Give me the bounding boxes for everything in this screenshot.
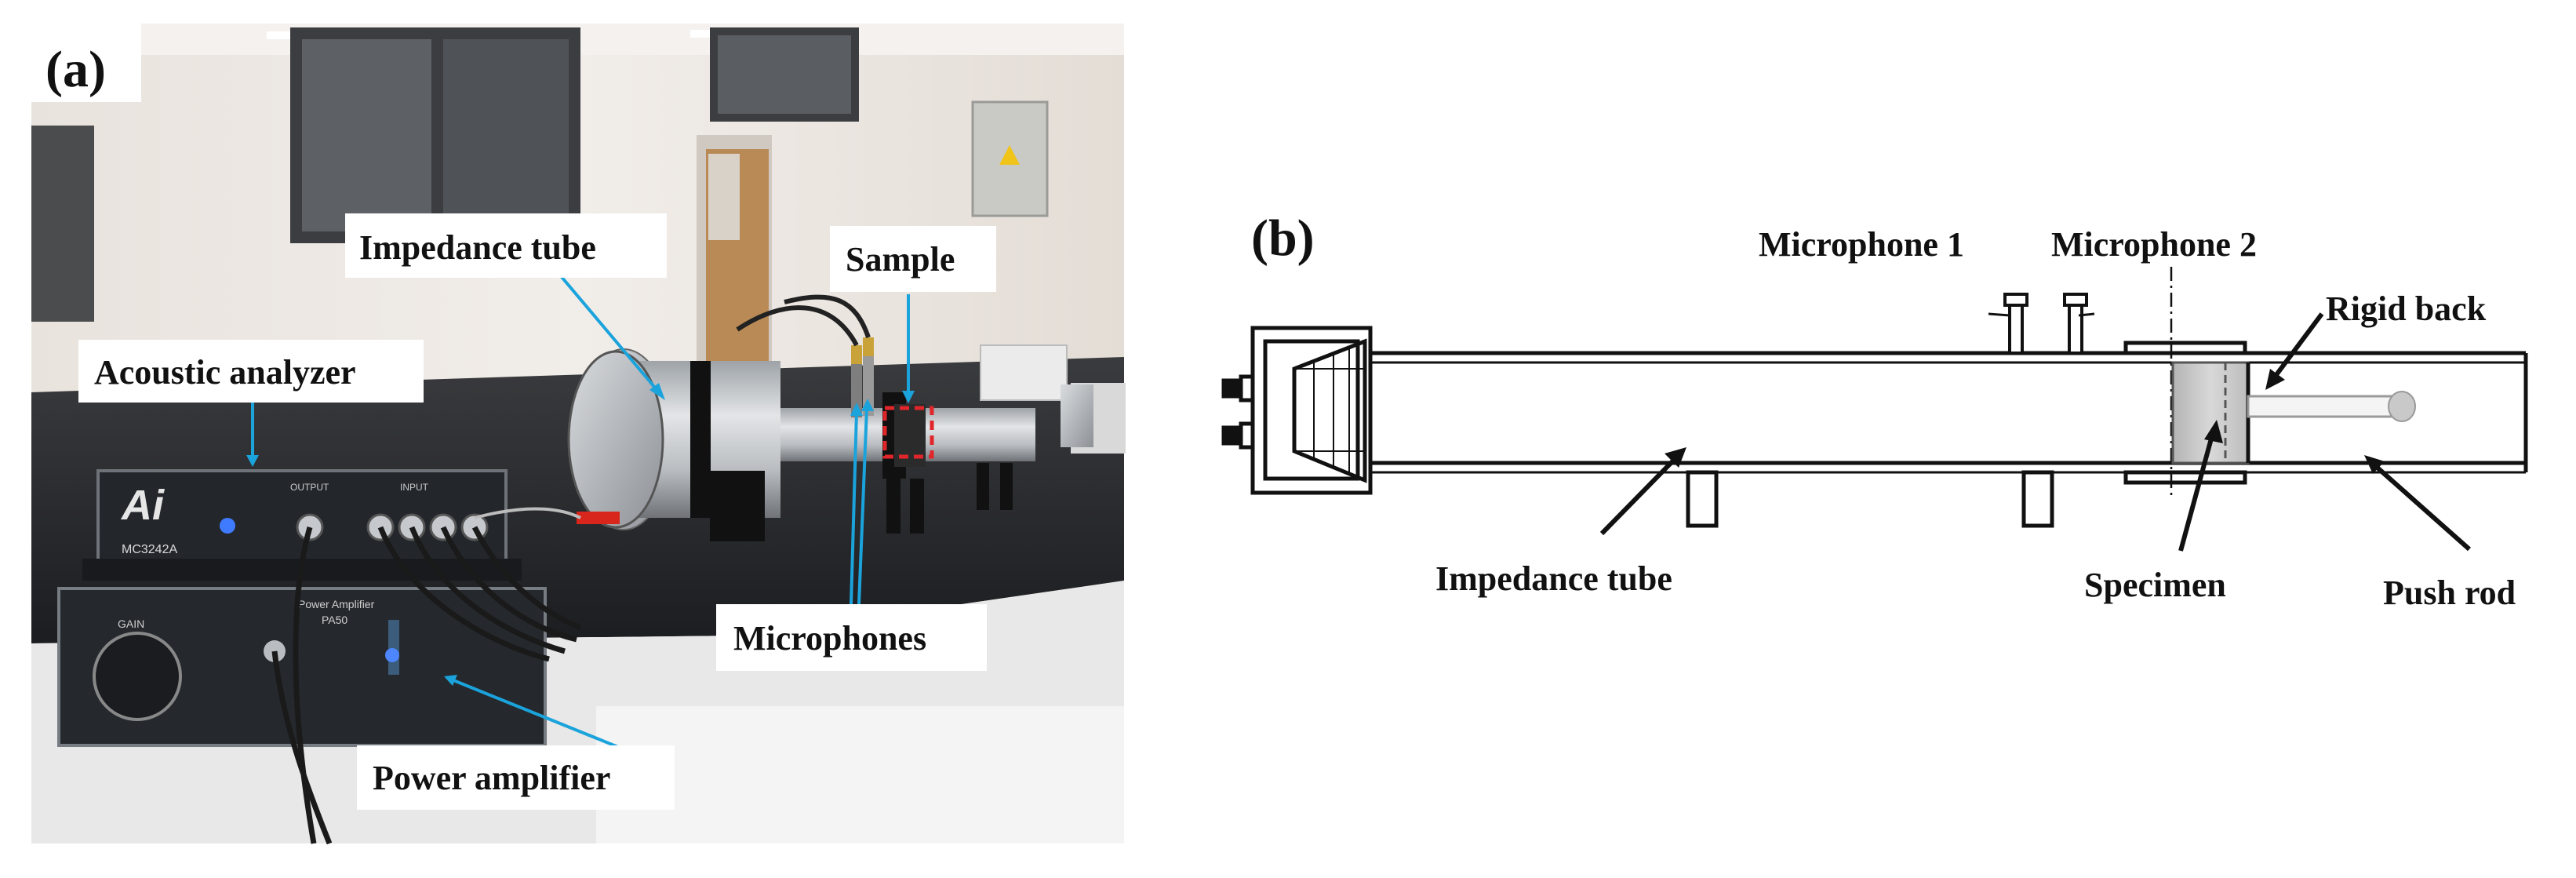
amp-title: Power Amplifier (298, 598, 375, 610)
level-meter (388, 620, 399, 675)
spare-part (1061, 384, 1093, 447)
bench-sockets (980, 344, 1068, 401)
power-amplifier-device: GAIN Power Amplifier PA50 (57, 587, 547, 747)
sample-holder-flange (2123, 470, 2247, 485)
analyzer-power-led (220, 518, 235, 534)
tube-stand (910, 479, 924, 534)
panel-a-callout-arrows (246, 265, 915, 759)
amp-gain-label: GAIN (118, 618, 144, 630)
label-box-impedance-tube (345, 213, 667, 278)
speaker-housing (1221, 326, 1373, 495)
speaker-terminal (1221, 425, 1243, 446)
panel-a-tag: (a) (45, 41, 106, 98)
panel-a-tag-box (31, 24, 141, 102)
tube-support (1686, 470, 1719, 528)
push-rod (2247, 395, 2396, 418)
tube-stand (710, 471, 765, 541)
analyzer-model: MC3242A (122, 543, 177, 556)
label-power-amplifier: Power amplifier (373, 759, 610, 797)
tube-stand (977, 463, 989, 510)
panel-b-tag: (b) (1251, 209, 1315, 267)
sample-holder-flange (2123, 341, 2247, 355)
analyzer-logo: Ai (120, 482, 165, 529)
label-box-microphones (716, 604, 987, 671)
label-specimen: Specimen (2084, 566, 2226, 604)
sample-highlight-box (882, 406, 934, 459)
microphone (851, 361, 862, 417)
label-box-power-amplifier (357, 745, 675, 810)
analyzer-input-label: INPUT (400, 482, 429, 493)
analyzer-output-label: OUTPUT (290, 482, 329, 493)
label-acoustic-analyzer: Acoustic analyzer (94, 353, 356, 392)
label-microphone-1: Microphone 1 (1759, 225, 1964, 264)
label-sample: Sample (846, 240, 955, 279)
microphone (863, 353, 874, 416)
label-microphones: Microphones (733, 619, 926, 658)
panel-b-schematic: (b) (1221, 209, 2528, 612)
microphone-2-symbol (2063, 293, 2088, 355)
tube-stand (1000, 463, 1013, 510)
label-push-rod: Push rod (2383, 574, 2516, 612)
amp-model: PA50 (322, 614, 347, 626)
window (290, 27, 580, 243)
tube-support (2021, 470, 2054, 528)
mic-cable (784, 294, 871, 338)
label-box-sample (830, 226, 996, 292)
acoustic-analyzer-device: Ai MC3242A OUTPUT INPUT (82, 469, 522, 581)
analyzer-cables (271, 507, 582, 845)
panel-a-photo: Ai MC3242A OUTPUT INPUT GAIN Power Ampli… (31, 24, 1126, 845)
label-rigid-back: Rigid back (2326, 290, 2487, 328)
speaker-terminal (1221, 378, 1243, 399)
impedance-tube-schematic (1370, 341, 2528, 528)
mic-cable (736, 305, 859, 347)
label-microphone-2: Microphone 2 (2051, 225, 2257, 264)
tube-stand (886, 479, 901, 534)
wall-panel (31, 126, 94, 322)
panel-b-callout-arrows (1599, 312, 2471, 552)
red-connector (577, 512, 620, 524)
label-impedance-tube-schematic: Impedance tube (1435, 559, 1672, 598)
gain-knob (93, 632, 182, 721)
microphone-1-symbol (2003, 293, 2028, 355)
push-rod-knob (2388, 391, 2416, 422)
label-box-acoustic-analyzer (78, 340, 424, 403)
window (710, 27, 859, 122)
door (697, 135, 772, 374)
amp-power-led (385, 648, 399, 662)
label-impedance-tube-photo: Impedance tube (359, 228, 596, 267)
